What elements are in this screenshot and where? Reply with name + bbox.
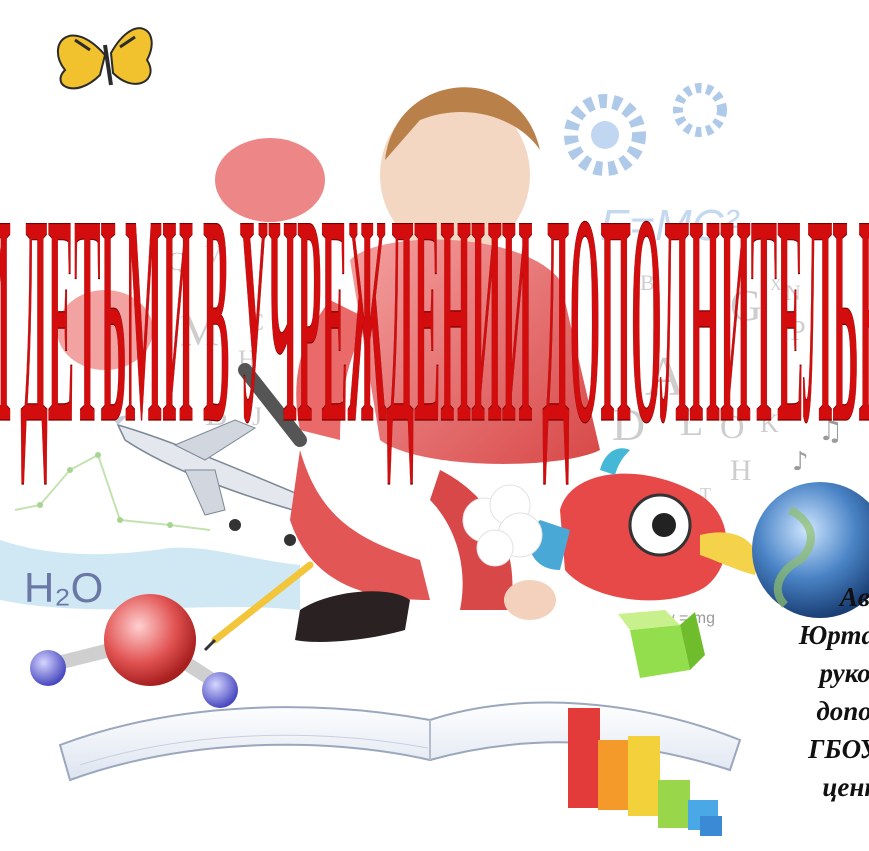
background-letters: Q V M C H B J D L O K H T G N X P B A xyxy=(168,242,806,504)
svg-text:A: A xyxy=(645,346,686,408)
svg-text:J: J xyxy=(252,402,262,431)
globe-icon xyxy=(752,482,869,618)
bar-chart-icon xyxy=(568,708,722,836)
author-line-3: руковод xyxy=(819,658,869,688)
svg-text:M: M xyxy=(180,306,219,355)
svg-text:K: K xyxy=(760,409,779,438)
magnifier-icon xyxy=(238,363,307,447)
parrot-icon xyxy=(529,448,758,601)
svg-text:G: G xyxy=(730,281,762,330)
svg-text:B: B xyxy=(205,396,228,433)
author-block: Авт Юртаев руковод дополни ГБОУ ДО центр… xyxy=(609,578,869,806)
svg-text:O: O xyxy=(720,409,745,446)
cube-icon xyxy=(618,610,705,678)
chalk-drawings xyxy=(14,452,211,531)
author-line-5: ГБОУ ДО xyxy=(808,734,869,764)
svg-text:L: L xyxy=(680,402,703,444)
author-line-2: Юртаев xyxy=(798,620,869,650)
svg-text:P: P xyxy=(790,316,806,347)
svg-text:Q: Q xyxy=(168,247,187,276)
molecule-icon xyxy=(30,594,238,708)
music-note-icon: ♪ ♫ xyxy=(792,414,843,477)
h2o-label: H₂O xyxy=(24,564,103,611)
boy-illustration xyxy=(290,87,600,642)
svg-text:X: X xyxy=(770,277,782,294)
svg-text:T: T xyxy=(700,484,711,504)
svg-text:B: B xyxy=(640,270,655,295)
butterfly-icon xyxy=(56,27,153,90)
cloud-shape xyxy=(462,484,543,567)
svg-text:N: N xyxy=(785,280,801,305)
gear-icon xyxy=(564,83,727,176)
airplane-icon xyxy=(112,415,301,546)
author-line-6: центр д xyxy=(822,772,869,802)
svg-text:C: C xyxy=(248,310,264,336)
svg-text:D: D xyxy=(612,399,645,450)
pencil-icon xyxy=(203,561,314,652)
svg-text:V: V xyxy=(205,242,223,268)
author-line-1: Авт xyxy=(839,582,869,612)
svg-text:E=MC²: E=MC² xyxy=(600,201,739,250)
svg-text:♪: ♪ xyxy=(792,447,809,477)
svg-text:H: H xyxy=(730,454,752,487)
svg-text:♫: ♫ xyxy=(818,414,843,447)
author-line-4: дополни xyxy=(816,696,869,726)
